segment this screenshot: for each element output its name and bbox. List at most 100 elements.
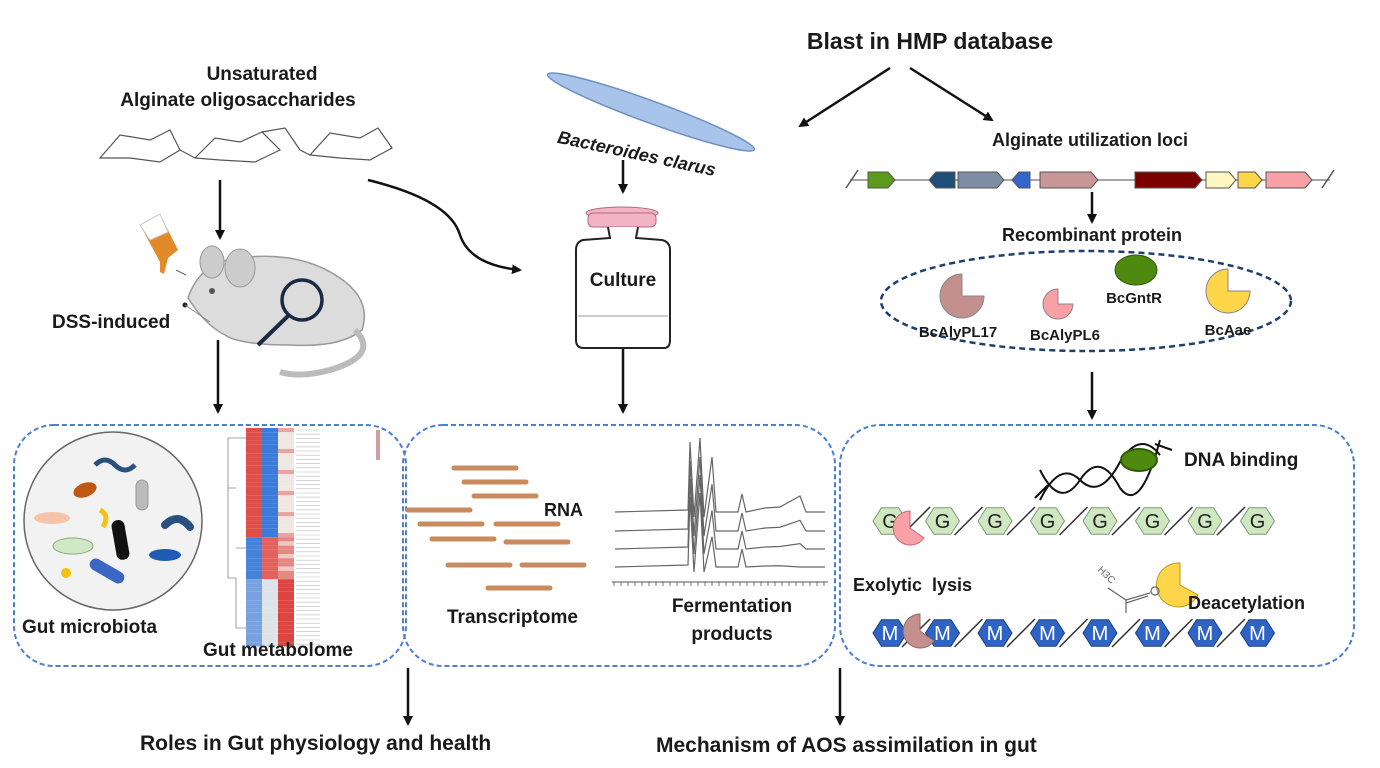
heatmap-cell [262,465,278,470]
gene-arrow [1265,171,1313,189]
heatmap-cell [262,604,278,609]
magnifier-icon [280,278,324,322]
heatmap-cell [246,537,262,542]
heatmap-cell [278,432,294,437]
heatmap-cell [262,516,278,521]
sugar-unit [977,507,1013,535]
protein-BcAlyPL17 [939,273,985,319]
sugar-unit [1134,507,1171,535]
bacteria-rod [546,72,756,152]
mouse-eye [209,288,215,294]
heatmap-cell [278,570,294,575]
heatmap-cell [278,604,294,609]
microbiota-label: Gut microbiota [22,617,158,638]
heatmap-cell [262,554,278,559]
heatmap-cell [278,444,294,449]
heatmap-cell [246,444,262,449]
heatmap-cell [262,457,278,462]
heatmap-cell [262,449,278,454]
heatmap-cell [246,570,262,575]
chromatogram-trace [614,492,825,573]
heatmap-cell [278,507,294,512]
sugar-unit [1029,619,1066,647]
glycosidic-bond [1216,506,1246,536]
sugar-unit [924,619,961,647]
sugar-unit-label: M [882,623,899,645]
heatmap-cell [246,562,262,567]
heatmap-cell [246,558,262,563]
sugar-unit-label: M [1039,623,1056,645]
outcome-left: Roles in Gut physiology and health [140,732,492,755]
heatmap-cell [262,566,278,571]
heatmap-cell [262,528,278,533]
heatmap-cell [246,600,262,605]
panel-culture [402,424,836,667]
mouse-ear [199,245,225,279]
heatmap-cell [246,575,262,580]
heatmap-cell [262,440,278,445]
heatmap-cell [246,533,262,538]
fermentation-label-2: products [691,624,773,645]
heatmap-cell [278,495,294,500]
sugar-unit [1082,507,1118,535]
heatmap-cell [246,465,262,470]
heatmap-cell [246,617,262,622]
heatmap-cell [278,478,294,483]
heatmap-cell [262,570,278,575]
heatmap-cell [278,461,294,466]
heatmap-cell [278,465,294,470]
heatmap-cell [262,499,278,504]
chromatogram-trace [614,474,825,555]
heatmap-cell [246,449,262,454]
metabolome-label: Gut metabolome [203,640,353,661]
sugar-unit [1187,507,1223,535]
flow-arrows [213,66,1097,726]
sugar-unit [872,619,908,647]
heatmap-cell [246,516,262,521]
heatmap-cell [262,579,278,584]
heatmap-cell [246,482,262,487]
heatmap-cell [278,453,294,458]
heatmap-cell [246,491,262,496]
heatmap-cell [278,587,294,592]
heatmap-cell [246,520,262,525]
sugar-unit-label: G [1092,511,1108,533]
heatmap-cell [246,486,262,491]
gene-arrow [1205,171,1237,189]
heatmap-cell [262,562,278,567]
heatmap-cell [246,495,262,500]
heatmap-cell [246,629,262,634]
sugar-unit-label: G [987,511,1003,533]
outcome-right: Mechanism of AOS assimilation in gut [656,734,1037,757]
heatmap-cell [278,520,294,525]
heatmap-cell [246,642,262,647]
heatmap-cell [246,612,262,617]
sugar-unit [1239,619,1276,647]
heatmap-cell [278,470,294,475]
blast-label: Blast in HMP database [806,28,1054,54]
rna-reads [405,465,587,591]
heatmap-cell [246,554,262,559]
heatmap-cell [246,436,262,441]
sugar-unit-label: G [1145,511,1161,533]
glycosidic-bond [1006,506,1036,536]
heatmap-cell [278,579,294,584]
glycosidic-bond [1058,506,1089,536]
heatmap-cell [246,528,262,533]
protein-label-gntr: BcGntR [1106,290,1162,307]
heatmap-cell [262,558,278,563]
heatmap-cell [262,612,278,617]
heatmap-cell [262,533,278,538]
heatmap-cell [262,638,278,643]
heatmap-cell [246,461,262,466]
heatmap-cell [278,524,294,529]
heatmap-cell [262,461,278,466]
heatmap-cell [246,478,262,483]
heatmap-cell [246,608,262,613]
sugar-unit [1134,619,1171,647]
heatmap-cell [262,453,278,458]
heatmap-cell [246,625,262,630]
heatmap-cell [278,428,294,433]
heatmap-cell [278,554,294,559]
heatmap-cell [246,638,262,643]
